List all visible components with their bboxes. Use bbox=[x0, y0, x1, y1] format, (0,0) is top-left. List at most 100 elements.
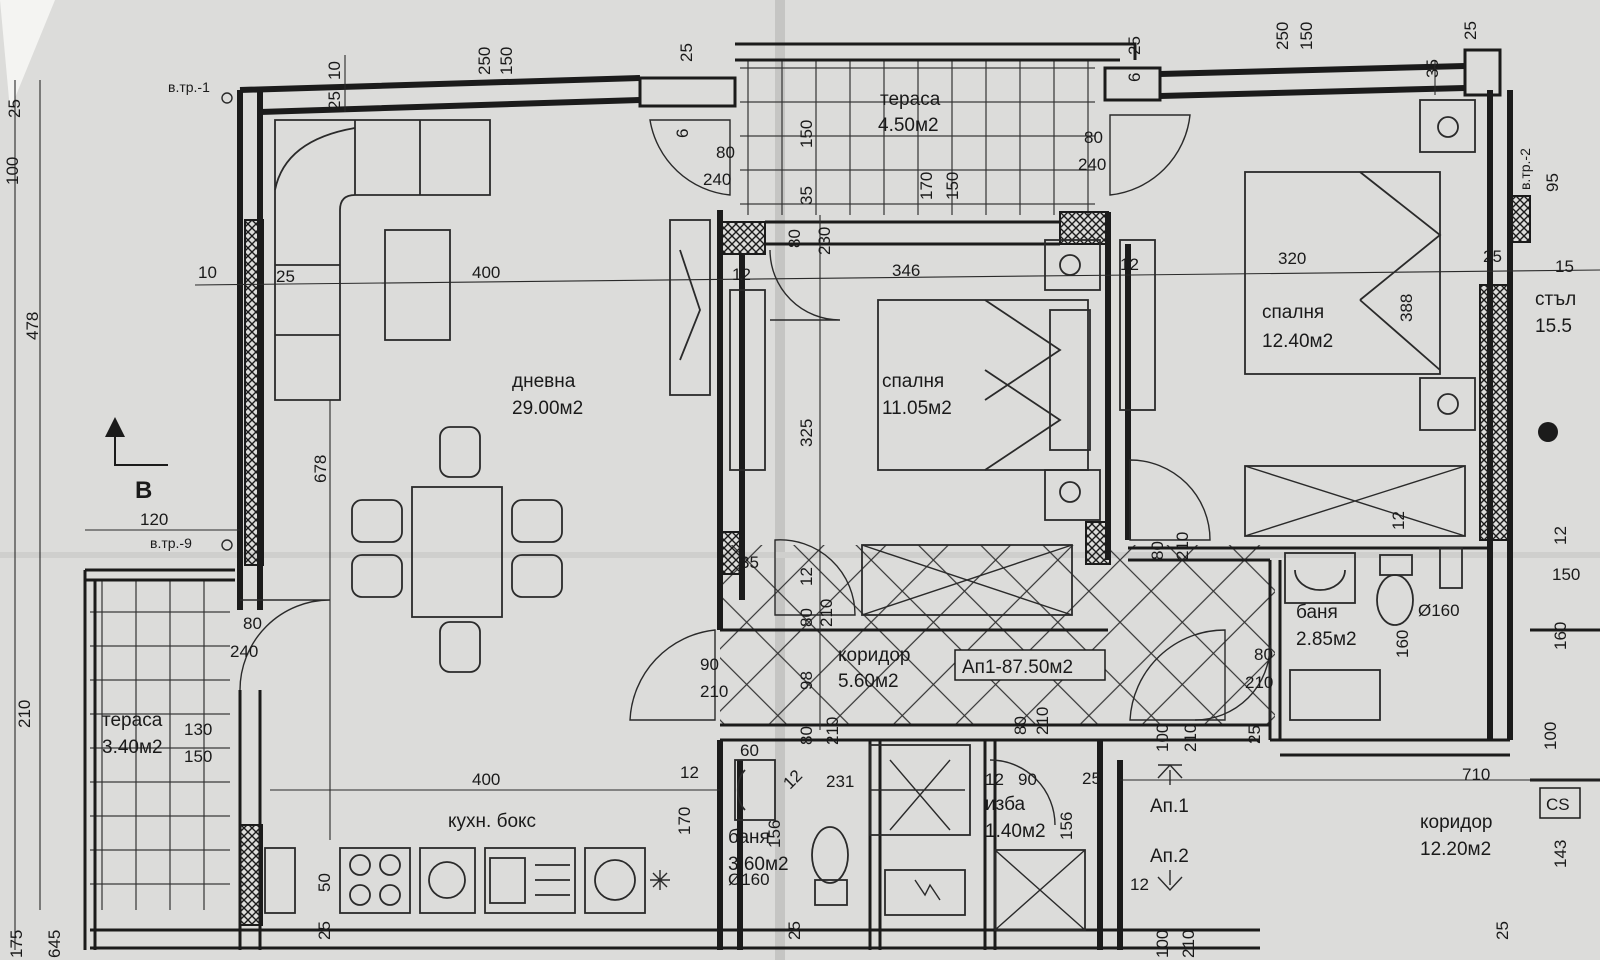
dim: 400 bbox=[472, 770, 500, 789]
corridor2-area: 12.20м2 bbox=[1420, 839, 1491, 860]
dim: 25 bbox=[1461, 21, 1480, 40]
dim: 210 bbox=[817, 599, 836, 627]
dim: 400 bbox=[472, 263, 500, 282]
room-labels: тераса 4.50м2 дневна 29.00м2 спалня 11.0… bbox=[102, 89, 1576, 875]
bath-small-name: баня bbox=[728, 827, 770, 848]
dim: 25 bbox=[5, 99, 24, 118]
dim: 50 bbox=[315, 873, 334, 892]
terrace-top-area: 4.50м2 bbox=[878, 115, 939, 136]
dim: 90 bbox=[1018, 770, 1037, 789]
pipe-label-2: Ø160 bbox=[728, 870, 770, 889]
bedroom1-name: спалня bbox=[882, 371, 944, 392]
dim: 90 bbox=[700, 655, 719, 674]
bedroom2-furniture bbox=[1244, 99, 1476, 537]
kitchen-name: кухн. бокс bbox=[448, 811, 536, 832]
dim: 156 bbox=[1057, 812, 1076, 840]
dim: 388 bbox=[1397, 294, 1416, 322]
dim: 35 bbox=[1423, 59, 1442, 78]
dim: 210 bbox=[700, 682, 728, 701]
marks: В в.тр.-1 в.тр.-9 в.тр.-2 Ап.1 Ап.2 Ø160… bbox=[135, 79, 1581, 892]
dim: 250 bbox=[1273, 22, 1292, 50]
dim: 6 bbox=[673, 129, 692, 138]
dim: 346 bbox=[892, 261, 920, 280]
dim: 130 bbox=[184, 720, 212, 739]
ap2-label: Ап.2 bbox=[1150, 846, 1189, 867]
dim: 80 bbox=[785, 229, 804, 248]
dim: 80 bbox=[1148, 541, 1167, 560]
storage-area: 1.40м2 bbox=[985, 821, 1046, 842]
dim: 15 bbox=[1555, 257, 1574, 276]
bathroom-right-fixtures bbox=[1284, 547, 1463, 721]
dim: 150 bbox=[797, 120, 816, 148]
dim: 25 bbox=[785, 921, 804, 940]
dim: 25 bbox=[1082, 769, 1101, 788]
dim: 210 bbox=[15, 700, 34, 728]
dim: 80 bbox=[1254, 645, 1273, 664]
dim: 80 bbox=[243, 614, 262, 633]
dim: 12 bbox=[680, 763, 699, 782]
dim: 25 bbox=[1493, 921, 1512, 940]
dim: 80 bbox=[1011, 716, 1030, 735]
dim: 678 bbox=[311, 455, 330, 483]
dim: 240 bbox=[230, 642, 258, 661]
dim: 10 bbox=[198, 263, 217, 282]
dim: 210 bbox=[1181, 724, 1200, 752]
dim: 6 bbox=[1125, 73, 1144, 82]
dim: 320 bbox=[1278, 249, 1306, 268]
dim: 210 bbox=[823, 717, 842, 745]
dimension-lines bbox=[14, 55, 1600, 950]
dim: 170 bbox=[675, 807, 694, 835]
bath-right-area: 2.85м2 bbox=[1296, 629, 1357, 650]
dim: 175 bbox=[7, 930, 26, 958]
dim: 95 bbox=[1543, 173, 1562, 192]
terrace-left-name: тераса bbox=[102, 710, 163, 731]
riser-2-label: в.тр.-2 bbox=[1517, 148, 1533, 190]
dim: 170 bbox=[917, 172, 936, 200]
storage-name: изба bbox=[985, 794, 1026, 815]
dim: 35 bbox=[740, 553, 759, 572]
dimension-texts: 10 250 150 25 25 100 478 10 25 400 25 6 … bbox=[3, 21, 1580, 958]
dim: 210 bbox=[1173, 532, 1192, 560]
dim: 100 bbox=[1153, 930, 1172, 958]
dim: 710 bbox=[1462, 765, 1490, 784]
living-furniture bbox=[274, 119, 711, 673]
dim: 12 bbox=[1551, 526, 1570, 545]
riser-markers bbox=[221, 92, 1558, 551]
dim: 35 bbox=[797, 186, 816, 205]
corridor2-name: коридор bbox=[1420, 812, 1493, 833]
dim: 240 bbox=[703, 170, 731, 189]
corridor1-area: 5.60м2 bbox=[838, 671, 899, 692]
dim: 156 bbox=[765, 820, 784, 848]
dim: 80 bbox=[716, 143, 735, 162]
living-name: дневна bbox=[512, 371, 576, 392]
bedroom2-name: спалня bbox=[1262, 302, 1324, 323]
dim: 240 bbox=[1078, 155, 1106, 174]
tiled-floors bbox=[90, 60, 1275, 910]
riser-9-label: в.тр.-9 bbox=[150, 535, 192, 551]
cs-label: CS bbox=[1546, 795, 1570, 814]
dim: 150 bbox=[497, 47, 516, 75]
dim: 25 bbox=[677, 43, 696, 62]
dim: 25 bbox=[1483, 247, 1502, 266]
doors bbox=[239, 114, 1271, 826]
dim: 80 bbox=[797, 608, 816, 627]
dim: 98 bbox=[797, 671, 816, 690]
dim: 12 bbox=[797, 567, 816, 586]
dim: 150 bbox=[184, 747, 212, 766]
section-arrow bbox=[105, 417, 168, 466]
kitchen-fixtures bbox=[264, 847, 670, 914]
dim: 231 bbox=[826, 772, 854, 791]
dim: 150 bbox=[1297, 22, 1316, 50]
living-area: 29.00м2 bbox=[512, 398, 583, 419]
dim: 80 bbox=[1084, 128, 1103, 147]
dim: 210 bbox=[1245, 673, 1273, 692]
partial-room-name: стъл bbox=[1535, 289, 1576, 310]
partial-room-area: 15.5 bbox=[1535, 316, 1572, 337]
dim: 100 bbox=[3, 157, 22, 185]
dim: 230 bbox=[815, 227, 834, 255]
small-bath-fixtures bbox=[734, 744, 1086, 931]
dim: 60 bbox=[740, 741, 759, 760]
terrace-left-area: 3.40м2 bbox=[102, 737, 163, 758]
bedroom1-area: 11.05м2 bbox=[882, 398, 952, 419]
